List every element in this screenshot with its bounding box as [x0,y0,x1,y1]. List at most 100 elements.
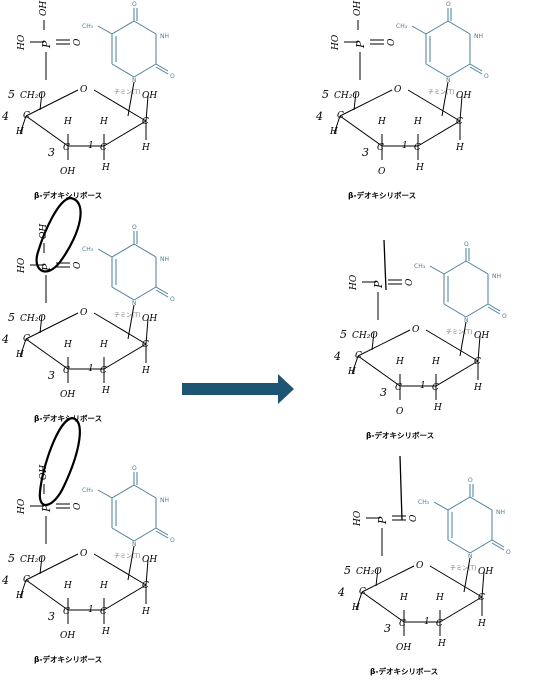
phosphate-oh-label: OH [39,1,49,16]
c1-label: C [474,357,481,367]
carbon-4-number: 4 [315,110,323,123]
n1-label: N [464,317,469,324]
c2-h-top-label: H [99,581,108,591]
ring-oxygen-label: O [394,85,402,95]
n1-label: N [132,300,137,307]
c1-oh-label: OH [456,91,471,101]
carbon-4-number: 4 [333,350,341,363]
c2-oxygen-label: O [506,549,511,556]
c1-label: C [142,581,149,591]
ch2o-label: CH₂O [20,91,46,101]
ring-oxygen-label: O [80,85,88,95]
c1-oh-label: OH [142,91,157,101]
c3-label: C [63,143,70,153]
methyl-label: CH₃ [82,246,94,253]
sugar-name-label: β-デオキシリボース [366,430,434,440]
base-name-label: チミン(T) [114,553,140,560]
carbon-4-number: 4 [1,333,9,346]
ring-oxygen-label: O [416,561,424,571]
methyl-label: CH₃ [414,263,426,270]
phosphate-o-label: O [405,278,415,286]
carbon-3-number: 3 [48,146,55,159]
water-removal-loop [35,196,82,273]
sugar-name-label: β-デオキシリボース [348,190,416,200]
c3-oh-label: OH [60,631,75,641]
carbon-5-number: 5 [340,328,347,341]
c4-oxygen-label: O [464,241,469,248]
phosphate-p-label: P [40,504,53,513]
c2-oxygen-label: O [484,73,489,80]
c3-oh-label: OH [396,643,411,653]
phosphate-o-label: O [387,38,397,46]
c2-label: C [100,143,107,153]
ring-oxygen-label: O [412,325,420,335]
c2-label: C [414,143,421,153]
c2-oxygen-label: O [502,313,507,320]
c1-label: C [142,117,149,127]
ch2o-label: CH₂O [356,567,382,577]
carbon-5-number: 5 [8,552,15,565]
c3-h-top-label: H [63,340,72,350]
c2-h-top-label: H [99,117,108,127]
c2-h-top-label: H [431,357,440,367]
carbon-1-tick: 1 [88,141,94,151]
carbon-5-number: 5 [344,564,351,577]
ch2o-label: CH₂O [352,331,378,341]
c3-o-label: O [378,167,386,177]
c4-h-label: H [15,127,24,137]
phosphate-oh-label: OH [39,224,49,239]
water-removal-loop [38,416,81,506]
carbon-4-number: 4 [337,586,345,599]
phosphate-p-label: P [372,280,385,289]
base-name-label: チミン(T) [114,312,140,319]
c3-label: C [63,607,70,617]
c4-label: C [359,587,366,597]
reaction-arrow [182,374,294,404]
carbon-1-tick: 1 [420,381,426,391]
carbon-4-number: 4 [1,574,9,587]
ch2o-label: CH₂O [20,314,46,324]
c1-h-label: H [141,366,150,376]
c4-h-label: H [15,591,24,601]
c3-h-top-label: H [377,117,386,127]
carbon-1-tick: 1 [88,364,94,374]
phosphate-ho-label: HO [353,510,363,527]
n1-label: N [468,553,473,560]
c1-oh-label: OH [478,567,493,577]
sugar-name-label: β-デオキシリボース [370,666,438,676]
phosphate-o-label: O [409,514,419,522]
carbon-3-number: 3 [48,369,55,382]
nh-label: NH [160,33,169,40]
ch2o-label: CH₂O [334,91,360,101]
methyl-label: CH₃ [82,487,94,494]
c1-label: C [478,593,485,603]
ch2o-label: CH₂O [20,555,46,565]
c2-oxygen-label: O [170,296,175,303]
c2-h-top-label: H [413,117,422,127]
c1-label: C [142,340,149,350]
phosphate-ho-label: HO [17,34,27,51]
carbon-1-tick: 1 [88,605,94,615]
phosphate-p-label: P [354,40,367,49]
c3-label: C [63,366,70,376]
nh-label: NH [160,497,169,504]
c3-h-top-label: H [63,117,72,127]
ring-oxygen-label: O [80,308,88,318]
phosphate-p-label: P [40,263,53,272]
c4-oxygen-label: O [132,465,137,472]
c4-label: C [355,351,362,361]
c1-oh-label: OH [474,331,489,341]
c1-h-label: H [477,619,486,629]
